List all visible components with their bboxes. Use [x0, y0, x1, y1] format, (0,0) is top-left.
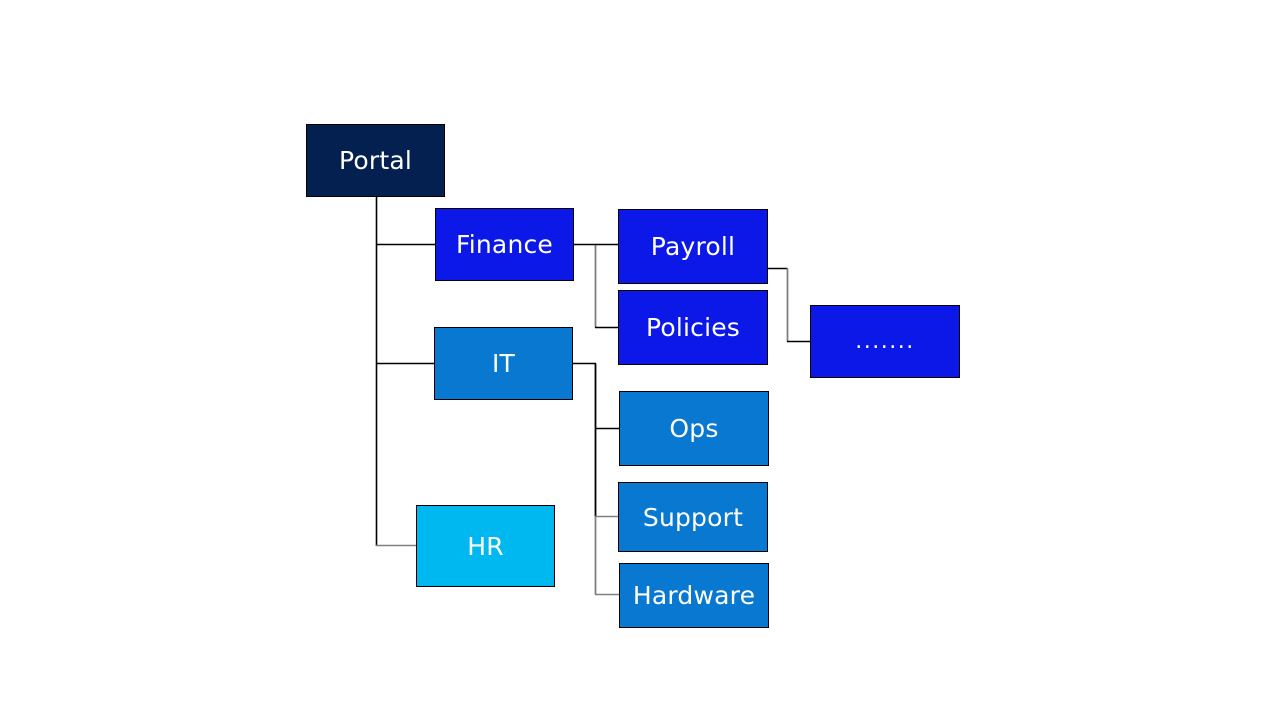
node-hardware-label: Hardware — [632, 581, 756, 610]
node-portal-label: Portal — [338, 146, 413, 175]
node-ops[interactable]: Ops — [619, 391, 769, 466]
node-hr[interactable]: HR — [416, 505, 555, 587]
node-it[interactable]: IT — [434, 327, 573, 400]
node-ops-label: Ops — [669, 414, 719, 443]
node-policies[interactable]: Policies — [618, 290, 768, 365]
node-portal[interactable]: Portal — [306, 124, 445, 197]
node-finance-label: Finance — [455, 230, 554, 259]
node-support-label: Support — [642, 502, 744, 532]
node-payroll-label: Payroll — [650, 232, 736, 261]
node-ellipsis-label: ....... — [855, 328, 915, 354]
node-hardware[interactable]: Hardware — [619, 563, 769, 628]
node-it-label: IT — [491, 349, 516, 378]
node-policies-label: Policies — [645, 313, 741, 342]
node-hr-label: HR — [467, 531, 504, 561]
node-support[interactable]: Support — [618, 482, 768, 552]
node-ellipsis[interactable]: ....... — [810, 305, 960, 378]
node-finance[interactable]: Finance — [435, 208, 574, 281]
node-payroll[interactable]: Payroll — [618, 209, 768, 284]
